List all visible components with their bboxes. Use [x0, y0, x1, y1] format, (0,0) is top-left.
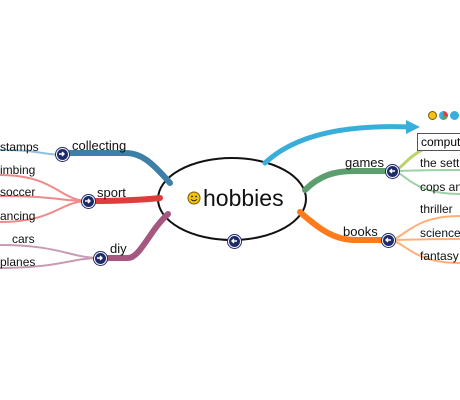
- smiley-icon: [187, 191, 201, 205]
- collecting-toggle-button[interactable]: [56, 148, 69, 161]
- games-toggle-button[interactable]: [386, 165, 399, 178]
- chart-icon: [439, 111, 448, 120]
- diy-connector: [97, 211, 171, 261]
- central-topic-label: hobbies: [203, 185, 284, 211]
- node-science-label[interactable]: science: [420, 226, 460, 240]
- node-stamps-label[interactable]: stamps: [0, 140, 39, 154]
- smiley-icon: [428, 111, 437, 120]
- sport-toggle-button[interactable]: [82, 195, 95, 208]
- node-fantasy-label[interactable]: fantasy: [420, 249, 459, 263]
- branch-sport-label[interactable]: sport: [97, 185, 126, 200]
- node-computer-label[interactable]: compute: [417, 133, 460, 151]
- planes-connector: [0, 257, 101, 269]
- arrow-connector: [262, 124, 413, 166]
- books-toggle-button[interactable]: [382, 234, 395, 247]
- collecting-connector: [59, 150, 173, 186]
- arrow-head: [406, 120, 420, 134]
- games-connector: [302, 168, 395, 193]
- branch-books-label[interactable]: books: [343, 224, 378, 239]
- branch-games-label[interactable]: games: [345, 155, 385, 170]
- center-toggle-button[interactable]: [228, 235, 241, 248]
- diy-toggle-button[interactable]: [94, 252, 107, 265]
- branch-diy-label[interactable]: diy: [110, 241, 127, 256]
- node-dancing-label[interactable]: ancing: [0, 209, 36, 223]
- node-cops-label[interactable]: cops an: [420, 180, 460, 194]
- node-settlers-label[interactable]: the settl: [420, 156, 460, 170]
- sport-connector: [87, 195, 163, 204]
- node-thriller-label[interactable]: thriller: [420, 202, 453, 216]
- branch-collecting-label[interactable]: collecting: [72, 138, 127, 153]
- settlers-connector: [391, 169, 460, 172]
- node-planes-label[interactable]: planes: [0, 255, 36, 269]
- node-soccer-label[interactable]: soccer: [0, 185, 36, 199]
- node-cars-label[interactable]: cars: [12, 232, 35, 246]
- dancing-connector: [0, 200, 89, 223]
- info-icon: [450, 111, 459, 120]
- node-climbing-label[interactable]: imbing: [0, 163, 36, 177]
- books-connector: [297, 209, 391, 243]
